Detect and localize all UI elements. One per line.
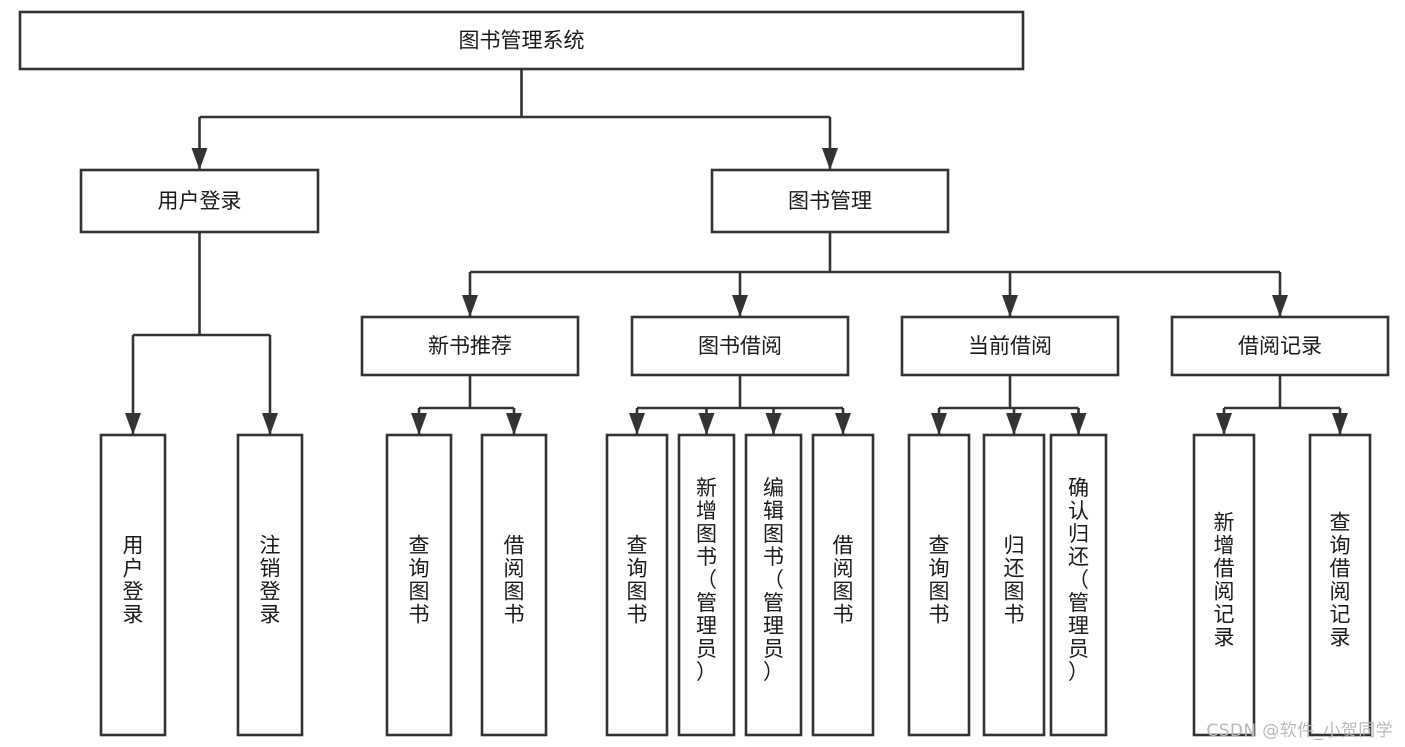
node-user-login-box [79, 168, 320, 234]
borrow-record-arrow-1 [1332, 413, 1348, 435]
connectors-layer [125, 69, 1348, 435]
node-leaf-add-book-admin-box [677, 433, 736, 737]
new-book-recommend-arrow-0 [411, 413, 427, 435]
book-borrow-arrow-2 [765, 413, 782, 435]
book-borrow-arrow-1 [698, 413, 715, 435]
node-current-borrow-label: 当前借阅 [968, 334, 1052, 358]
node-leaf-add-book-admin[interactable]: 新增图书（管理员） [677, 433, 736, 737]
node-leaf-confirm-return-admin[interactable]: 确认归还（管理员） [1049, 433, 1108, 737]
current-borrow-arrow-0 [931, 413, 947, 435]
node-leaf-query-borrow-record-label: 查询借阅记录 [1330, 511, 1351, 650]
node-leaf-query-book-borrow[interactable]: 查询图书 [605, 433, 669, 737]
node-book-management[interactable]: 图书管理 [710, 168, 950, 234]
user-login-arrow-1 [262, 413, 278, 435]
node-leaf-edit-book-admin[interactable]: 编辑图书（管理员） [744, 433, 803, 737]
node-book-borrow-label: 图书借阅 [698, 334, 782, 358]
book-management-arrow-0 [462, 295, 478, 317]
node-leaf-user-login-label: 用户登录 [123, 534, 144, 627]
node-user-login-label: 用户登录 [158, 189, 242, 213]
borrow-record-arrow-0 [1216, 413, 1232, 435]
node-leaf-query-borrow-record[interactable]: 查询借阅记录 [1308, 433, 1372, 737]
root-arrow-1 [822, 148, 838, 170]
node-leaf-query-book-borrow-box [605, 433, 669, 737]
book-management-arrow-1 [732, 295, 748, 317]
node-leaf-user-login[interactable]: 用户登录 [99, 433, 167, 737]
current-borrow-arrow-2 [1070, 413, 1087, 435]
node-book-management-label: 图书管理 [788, 189, 872, 213]
node-leaf-query-book-current-label: 查询图书 [929, 534, 950, 627]
user-login-arrow-0 [125, 413, 141, 435]
node-leaf-query-book-recommend[interactable]: 查询图书 [385, 433, 453, 737]
book-management-arrow-3 [1272, 295, 1288, 317]
node-user-login[interactable]: 用户登录 [79, 168, 320, 234]
csdn-watermark: CSDN @软件_小贺同学 [1206, 721, 1393, 741]
node-leaf-query-book-current-box [907, 433, 971, 737]
node-leaf-return-book[interactable]: 归还图书 [982, 433, 1046, 737]
node-leaf-confirm-return-admin-label: 确认归还（管理员） [1068, 476, 1089, 684]
node-leaf-return-book-label: 归还图书 [1004, 534, 1025, 627]
book-borrow-arrow-0 [629, 413, 645, 435]
node-leaf-add-borrow-record-box [1192, 433, 1256, 737]
root-arrow-0 [191, 148, 208, 170]
node-leaf-query-book-recommend-box [385, 433, 453, 737]
node-leaf-borrow-book-recommend[interactable]: 借阅图书 [480, 433, 548, 737]
node-root-box [18, 10, 1025, 71]
node-current-borrow[interactable]: 当前借阅 [900, 315, 1120, 377]
nodes-layer: 图书管理系统用户登录图书管理新书推荐图书借阅当前借阅借阅记录用户登录注销登录查询… [18, 10, 1390, 737]
node-leaf-logout-login[interactable]: 注销登录 [236, 433, 304, 737]
node-leaf-edit-book-admin-box [744, 433, 803, 737]
node-leaf-return-book-box [982, 433, 1046, 737]
node-leaf-add-borrow-record-label: 新增借阅记录 [1214, 511, 1235, 650]
node-leaf-edit-book-admin-label: 编辑图书（管理员） [763, 476, 784, 684]
node-leaf-add-borrow-record[interactable]: 新增借阅记录 [1192, 433, 1256, 737]
node-leaf-borrow-book[interactable]: 借阅图书 [811, 433, 875, 737]
node-borrow-record[interactable]: 借阅记录 [1170, 315, 1390, 377]
book-management-arrow-2 [1002, 295, 1018, 317]
node-leaf-query-book-recommend-label: 查询图书 [409, 534, 430, 627]
node-leaf-add-book-admin-label: 新增图书（管理员） [696, 476, 717, 684]
node-root-label: 图书管理系统 [459, 29, 585, 53]
node-leaf-borrow-book-label: 借阅图书 [833, 534, 854, 627]
node-book-management-box [710, 168, 950, 234]
node-book-borrow-box [630, 315, 850, 377]
node-new-book-recommend-label: 新书推荐 [428, 334, 512, 358]
node-leaf-query-book-borrow-label: 查询图书 [627, 534, 648, 627]
node-leaf-borrow-book-recommend-box [480, 433, 548, 737]
node-leaf-borrow-book-box [811, 433, 875, 737]
node-current-borrow-box [900, 315, 1120, 377]
node-new-book-recommend[interactable]: 新书推荐 [360, 315, 580, 377]
node-borrow-record-box [1170, 315, 1390, 377]
node-leaf-query-borrow-record-box [1308, 433, 1372, 737]
node-leaf-query-book-current[interactable]: 查询图书 [907, 433, 971, 737]
current-borrow-arrow-1 [1006, 413, 1022, 435]
node-leaf-user-login-box [99, 433, 167, 737]
node-book-borrow[interactable]: 图书借阅 [630, 315, 850, 377]
book-borrow-arrow-3 [835, 413, 851, 435]
node-root[interactable]: 图书管理系统 [18, 10, 1025, 71]
node-new-book-recommend-box [360, 315, 580, 377]
node-borrow-record-label: 借阅记录 [1238, 334, 1322, 358]
node-leaf-borrow-book-recommend-label: 借阅图书 [504, 534, 525, 627]
node-leaf-logout-login-label: 注销登录 [260, 534, 281, 627]
node-leaf-logout-login-box [236, 433, 304, 737]
node-leaf-confirm-return-admin-box [1049, 433, 1108, 737]
new-book-recommend-arrow-1 [506, 413, 522, 435]
